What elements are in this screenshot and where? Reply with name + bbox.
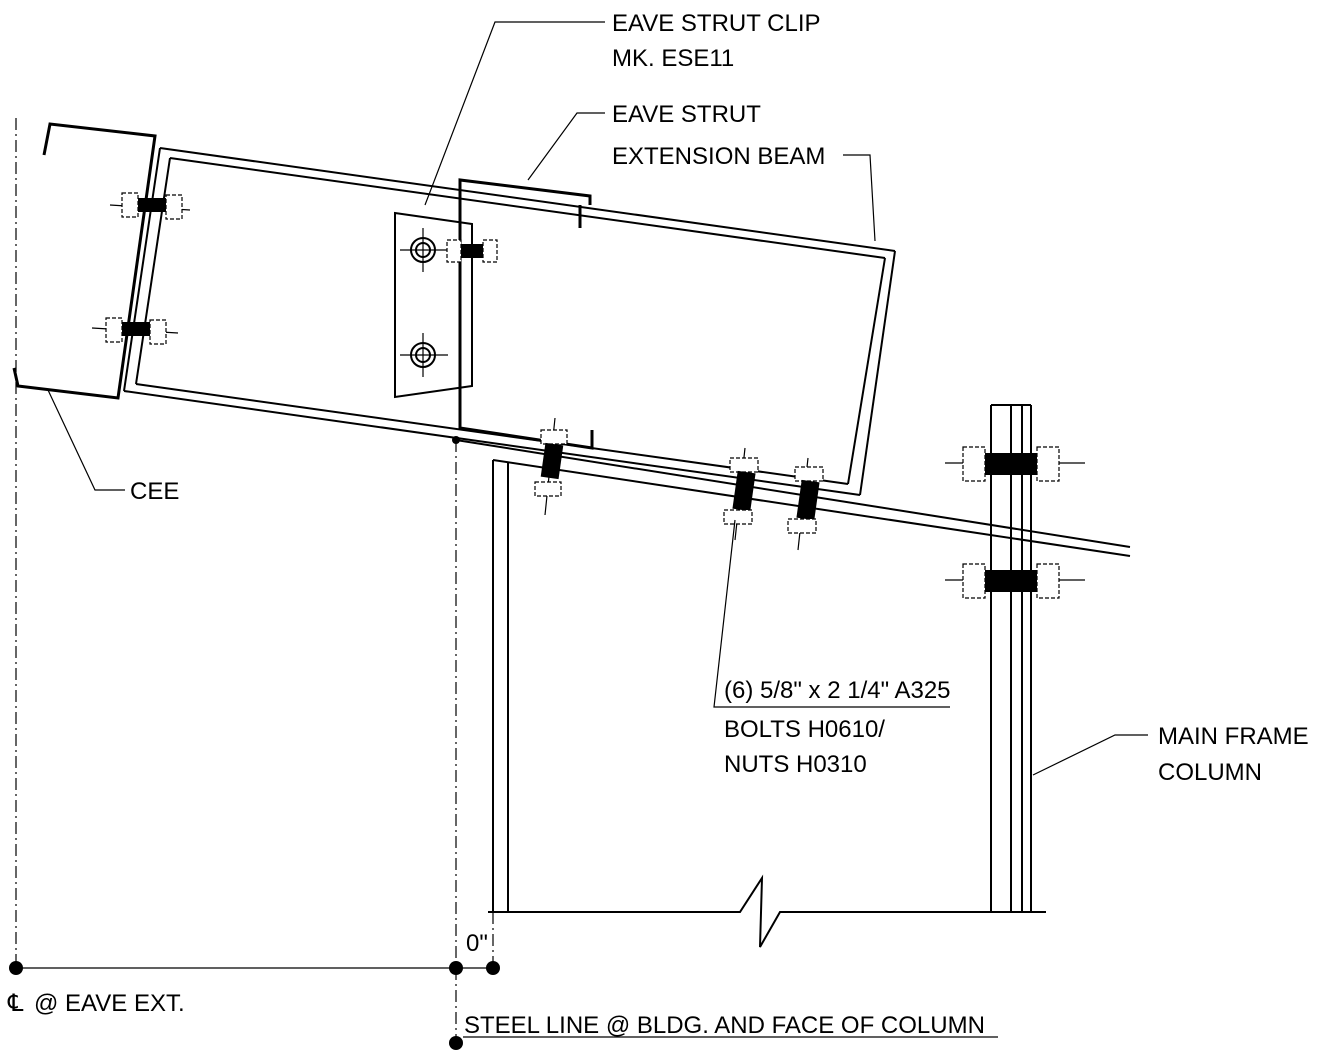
extension-beam [123, 147, 896, 496]
label-bolts-mark: BOLTS H0610/ [724, 716, 885, 743]
label-steel-line: STEEL LINE @ BLDG. AND FACE OF COLUMN [464, 1012, 985, 1039]
label-eave-strut-clip: EAVE STRUT CLIP [612, 10, 821, 37]
leaders [47, 21, 1148, 776]
label-main-frame: MAIN FRAME [1158, 723, 1309, 750]
label-eave-ext: @ EAVE EXT. [34, 990, 185, 1017]
break-line [488, 874, 1046, 948]
cee-bolts [91, 192, 191, 345]
cee-section [12, 122, 157, 400]
label-zero-dim: 0" [466, 930, 488, 957]
rafter-bolts [534, 417, 824, 551]
label-cee: CEE [130, 478, 179, 505]
label-eave-strut: EAVE STRUT [612, 101, 761, 128]
label-column: COLUMN [1158, 759, 1262, 786]
label-nuts-mark: NUTS H0310 [724, 751, 867, 778]
rafter-flange [455, 439, 1131, 912]
eave-strut-clip [394, 211, 498, 399]
eave-strut [458, 178, 594, 450]
label-bolts-spec: (6) 5/8" x 2 1/4" A325 [724, 677, 951, 704]
label-extension-beam: EXTENSION BEAM [612, 143, 825, 170]
label-clip-mark: MK. ESE11 [612, 45, 734, 72]
dimension-line [9, 436, 998, 1050]
centerline-symbol: ℄ [7, 990, 24, 1017]
main-frame-column [945, 404, 1085, 912]
